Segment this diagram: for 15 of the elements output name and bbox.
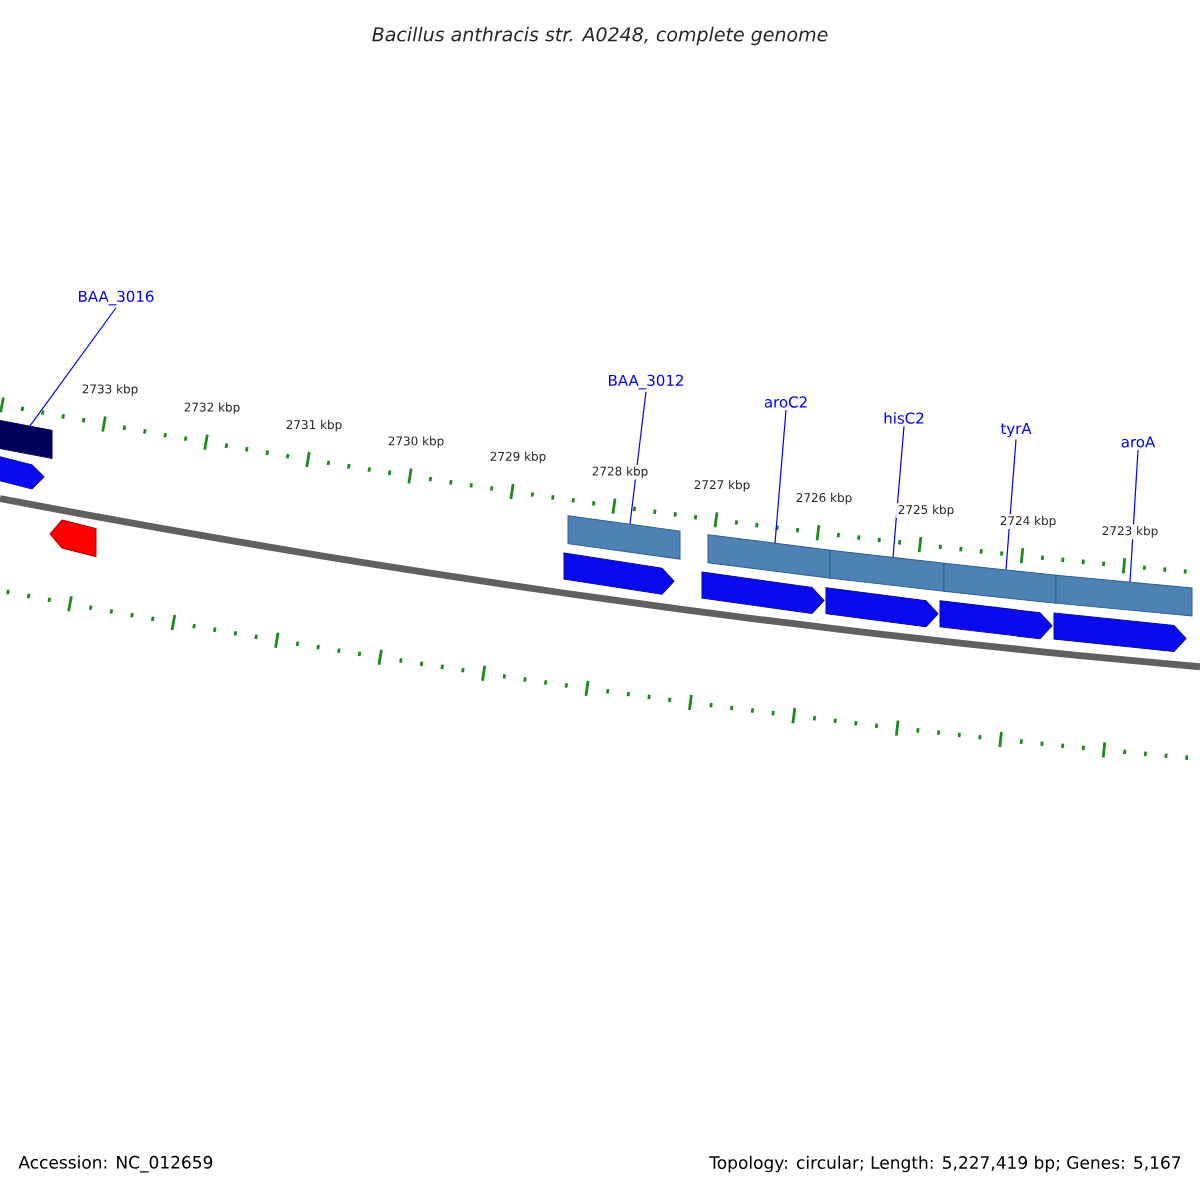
gene-bar <box>829 549 945 592</box>
footer-text: Topology: circular; Length: 5,227,419 bp; Genes: 5,167 <box>709 1155 1181 1173</box>
gene-bar <box>0 419 53 459</box>
leader-line <box>1129 449 1139 583</box>
leader-line <box>629 391 647 525</box>
gene-bar <box>567 515 681 560</box>
gene-bar <box>707 534 831 579</box>
leader-line <box>892 425 905 558</box>
footer-text: Accession: NC_012659 <box>18 1155 213 1173</box>
leader-line <box>774 409 787 544</box>
leader-line <box>29 307 117 427</box>
title: Bacillus anthracis str. A0248, complete genome <box>372 26 828 46</box>
gene-bar <box>1055 574 1193 617</box>
gene-bar <box>943 562 1057 604</box>
leader-line <box>1005 438 1017 571</box>
